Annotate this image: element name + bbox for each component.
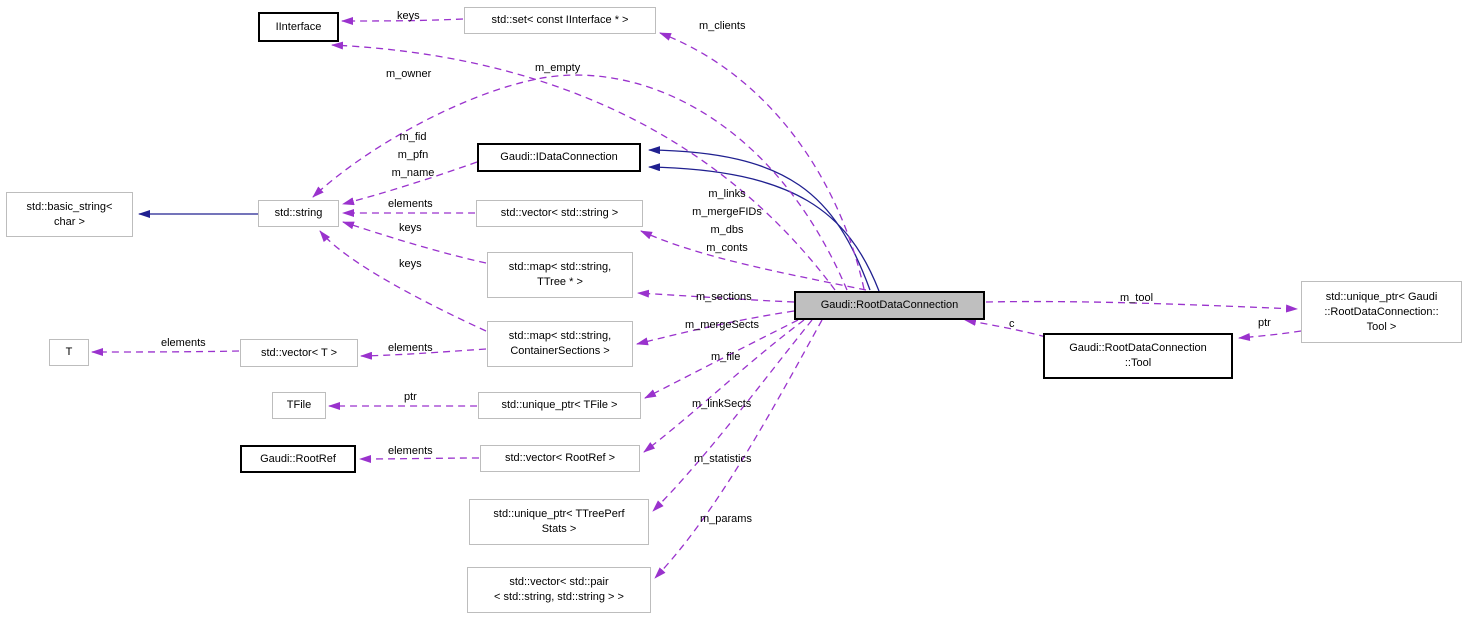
edge-elements-vector-t bbox=[360, 348, 487, 360]
edge-m-empty bbox=[312, 74, 848, 291]
node-std-set-const-iinterface[interactable]: std::set< const IInterface * > bbox=[464, 7, 656, 34]
edge-m-clients bbox=[659, 32, 865, 290]
edge-m-fid-m-pfn-m-name bbox=[342, 161, 478, 206]
edge-keys-map-ttree bbox=[342, 221, 487, 264]
edge-label-m-tool: m_tool bbox=[1120, 292, 1154, 304]
edge-label-keys-map-ttree: keys bbox=[399, 222, 422, 234]
edge-m-tool bbox=[985, 300, 1298, 313]
edge-m-params bbox=[654, 319, 823, 579]
node-iinterface[interactable]: IInterface bbox=[258, 12, 339, 42]
edge-label-elements-string: elements bbox=[388, 198, 433, 210]
node-std-vector-std-pair[interactable]: std::vector< std::pair < std::string, st… bbox=[467, 567, 651, 613]
node-std-map-string-containersections[interactable]: std::map< std::string, ContainerSections… bbox=[487, 321, 633, 367]
node-std-unique-ptr-tool[interactable]: std::unique_ptr< Gaudi ::RootDataConnect… bbox=[1301, 281, 1462, 343]
node-gaudi-rootref[interactable]: Gaudi::RootRef bbox=[240, 445, 356, 473]
edge-m-file bbox=[644, 319, 799, 399]
edge-label-elements-vector-t: elements bbox=[388, 342, 433, 354]
node-std-vector-std-string[interactable]: std::vector< std::string > bbox=[476, 200, 643, 227]
edge-label-m-linksects: m_linkSects bbox=[692, 398, 752, 410]
edge-c bbox=[964, 318, 1047, 338]
node-gaudi-rootdataconnection-tool[interactable]: Gaudi::RootDataConnection ::Tool bbox=[1043, 333, 1233, 379]
node-t[interactable]: T bbox=[49, 339, 89, 366]
node-std-vector-rootref[interactable]: std::vector< RootRef > bbox=[480, 445, 640, 472]
edge-label-m-empty: m_empty bbox=[535, 62, 581, 74]
edge-inherits-idataconnection-2 bbox=[648, 163, 880, 292]
node-gaudi-rootdataconnection[interactable]: Gaudi::RootDataConnection bbox=[794, 291, 985, 320]
node-std-unique-ptr-tfile[interactable]: std::unique_ptr< TFile > bbox=[478, 392, 641, 419]
edge-m-owner bbox=[331, 41, 836, 291]
node-tfile[interactable]: TFile bbox=[272, 392, 326, 419]
edge-label-ptr-tool: ptr bbox=[1258, 317, 1271, 329]
edge-label-m-params: m_params bbox=[700, 513, 752, 525]
node-std-map-string-ttree[interactable]: std::map< std::string, TTree * > bbox=[487, 252, 633, 298]
edge-label-m-fid-m-pfn-m-name: m_fid m_pfn m_name bbox=[391, 131, 435, 179]
edge-label-c: c bbox=[1009, 318, 1015, 330]
edge-label-m-statistics: m_statistics bbox=[694, 453, 752, 465]
edge-inherits-idataconnection-1 bbox=[648, 146, 871, 291]
edge-elements-rootref bbox=[359, 454, 480, 463]
edge-m-mergesects bbox=[636, 310, 795, 346]
edge-label-elements-t: elements bbox=[161, 337, 206, 349]
edge-label-m-sections: m_sections bbox=[696, 291, 752, 303]
node-std-string[interactable]: std::string bbox=[258, 200, 339, 227]
node-gaudi-idataconnection[interactable]: Gaudi::IDataConnection bbox=[477, 143, 641, 172]
edge-label-m-links-group: m_links m_mergeFIDs m_dbs m_conts bbox=[692, 188, 762, 254]
edge-m-statistics bbox=[652, 319, 813, 512]
edge-label-m-owner: m_owner bbox=[386, 68, 432, 80]
edge-label-m-file: m_file bbox=[711, 351, 741, 363]
edge-label-m-mergesects: m_mergeSects bbox=[685, 319, 759, 331]
edge-label-m-clients: m_clients bbox=[699, 20, 746, 32]
node-std-basic-string-char[interactable]: std::basic_string< char > bbox=[6, 192, 133, 237]
edge-ptr-tool bbox=[1238, 330, 1302, 342]
edge-keys-map-container bbox=[319, 230, 487, 332]
node-std-vector-t[interactable]: std::vector< T > bbox=[240, 339, 358, 367]
edge-m-links-group bbox=[640, 230, 867, 291]
edge-m-linksects bbox=[643, 319, 805, 453]
node-std-unique-ptr-ttreeperfstats[interactable]: std::unique_ptr< TTreePerf Stats > bbox=[469, 499, 649, 545]
edge-keys-set bbox=[341, 16, 464, 25]
edge-label-elements-rootref: elements bbox=[388, 445, 433, 457]
edge-label-keys-set: keys bbox=[397, 10, 420, 22]
edge-label-keys-map-container: keys bbox=[399, 258, 422, 270]
edge-m-sections bbox=[637, 289, 795, 303]
edge-elements-t bbox=[91, 347, 240, 356]
edge-label-ptr-tfile: ptr bbox=[404, 391, 417, 403]
